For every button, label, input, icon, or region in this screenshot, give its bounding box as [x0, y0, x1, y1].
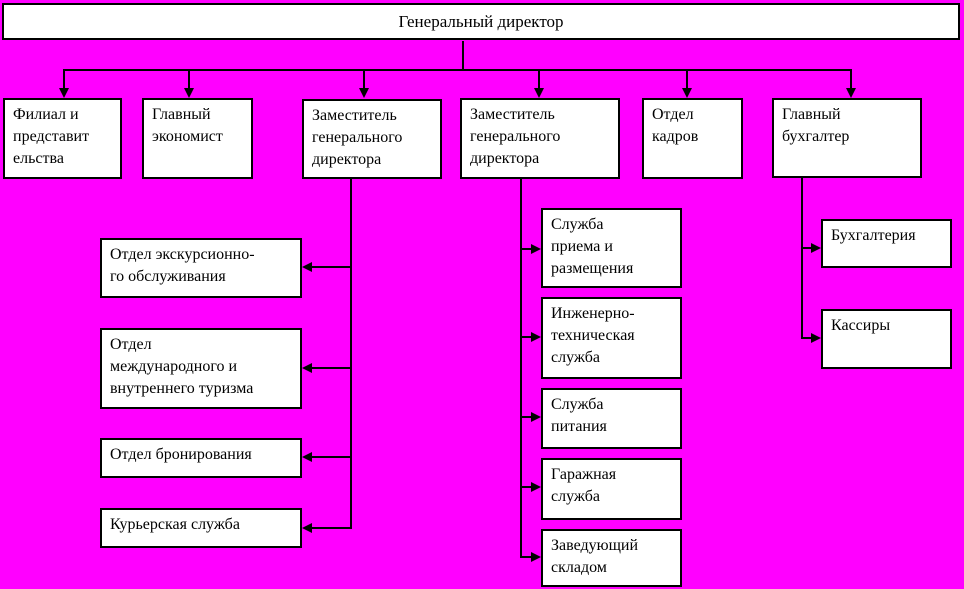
box-deputy-2: Заместитель генерального директора — [460, 98, 620, 179]
connector-drop-4 — [538, 69, 540, 89]
connector-deputy1-child-1 — [311, 266, 351, 268]
connector-root-stub — [462, 41, 464, 70]
connector-rail — [63, 69, 852, 71]
arrow-right-icon — [811, 333, 821, 343]
arrow-down-icon — [682, 88, 692, 98]
box-hr-department: Отдел кадров — [642, 98, 743, 179]
connector-drop-1 — [63, 69, 65, 89]
arrow-left-icon — [302, 523, 312, 533]
connector-drop-2 — [188, 69, 190, 89]
arrow-down-icon — [846, 88, 856, 98]
connector-deputy2-child-1 — [520, 248, 533, 250]
box-excursion-department: Отдел экскурсионно- го обслуживания — [100, 238, 302, 298]
connector-deputy2-child-4 — [520, 486, 533, 488]
connector-accountant-trunk — [801, 178, 803, 339]
box-warehouse-manager: Заведующий складом — [541, 529, 682, 587]
arrow-right-icon — [531, 412, 541, 422]
connector-drop-6 — [850, 69, 852, 89]
connector-deputy1-trunk — [350, 179, 352, 529]
connector-deputy2-trunk — [520, 179, 522, 558]
box-courier-service: Курьерская служба — [100, 508, 302, 548]
arrow-left-icon — [302, 363, 312, 373]
box-filial: Филиал и представит ельства — [3, 98, 122, 179]
arrow-right-icon — [531, 552, 541, 562]
box-cashiers: Кассиры — [821, 309, 952, 369]
box-garage-service: Гаражная служба — [541, 458, 682, 520]
arrow-left-icon — [302, 262, 312, 272]
box-deputy-1: Заместитель генерального директора — [302, 99, 442, 179]
connector-deputy2-child-3 — [520, 416, 533, 418]
connector-deputy1-child-3 — [311, 456, 351, 458]
box-engineering-service: Инженерно- техническая служба — [541, 297, 682, 379]
box-general-director: Генеральный директор — [2, 3, 960, 40]
connector-deputy2-child-2 — [520, 336, 533, 338]
arrow-right-icon — [531, 244, 541, 254]
connector-deputy2-child-5 — [520, 556, 533, 558]
box-chief-accountant: Главный бухгалтер — [772, 98, 922, 178]
arrow-down-icon — [534, 88, 544, 98]
box-tourism-department: Отдел международного и внутреннего туриз… — [100, 328, 302, 409]
connector-accountant-child-1 — [801, 247, 813, 249]
box-reception-service: Служба приема и размещения — [541, 208, 682, 288]
arrow-down-icon — [59, 88, 69, 98]
box-accounting: Бухгалтерия — [821, 219, 952, 268]
arrow-down-icon — [184, 88, 194, 98]
arrow-down-icon — [359, 88, 369, 98]
arrow-right-icon — [811, 243, 821, 253]
connector-accountant-child-2 — [801, 337, 813, 339]
arrow-right-icon — [531, 482, 541, 492]
box-catering-service: Служба питания — [541, 388, 682, 449]
arrow-right-icon — [531, 332, 541, 342]
arrow-left-icon — [302, 452, 312, 462]
connector-deputy1-child-4 — [311, 527, 351, 529]
box-booking-department: Отдел бронирования — [100, 438, 302, 478]
box-chief-economist: Главный экономист — [142, 98, 253, 179]
connector-drop-5 — [686, 69, 688, 89]
connector-deputy1-child-2 — [311, 367, 351, 369]
connector-drop-3 — [363, 69, 365, 89]
